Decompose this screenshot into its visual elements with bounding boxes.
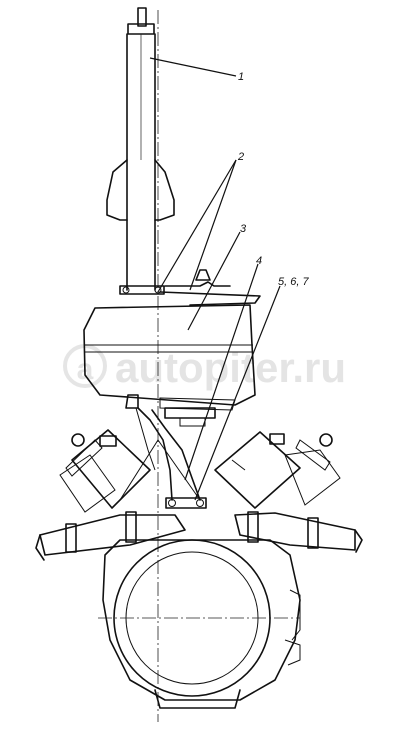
callout-4: 4 [256, 255, 262, 267]
intake-pipe [106, 7, 175, 291]
leader-lines [149, 57, 281, 501]
callout-5-6-7: 5, 6, 7 [278, 276, 309, 288]
air-cleaner [83, 269, 261, 411]
intake-elbow [135, 407, 216, 509]
engine-block [35, 429, 363, 709]
callout-1: 1 [238, 71, 244, 83]
callout-labels: 1 2 3 4 5, 6, 7 [237, 71, 309, 288]
callout-3: 3 [240, 223, 247, 235]
callout-2: 2 [237, 151, 244, 163]
watermark: a autopiter.ru [63, 344, 346, 391]
pipe-clamp [119, 285, 165, 295]
watermark-text: autopiter.ru [115, 344, 346, 391]
